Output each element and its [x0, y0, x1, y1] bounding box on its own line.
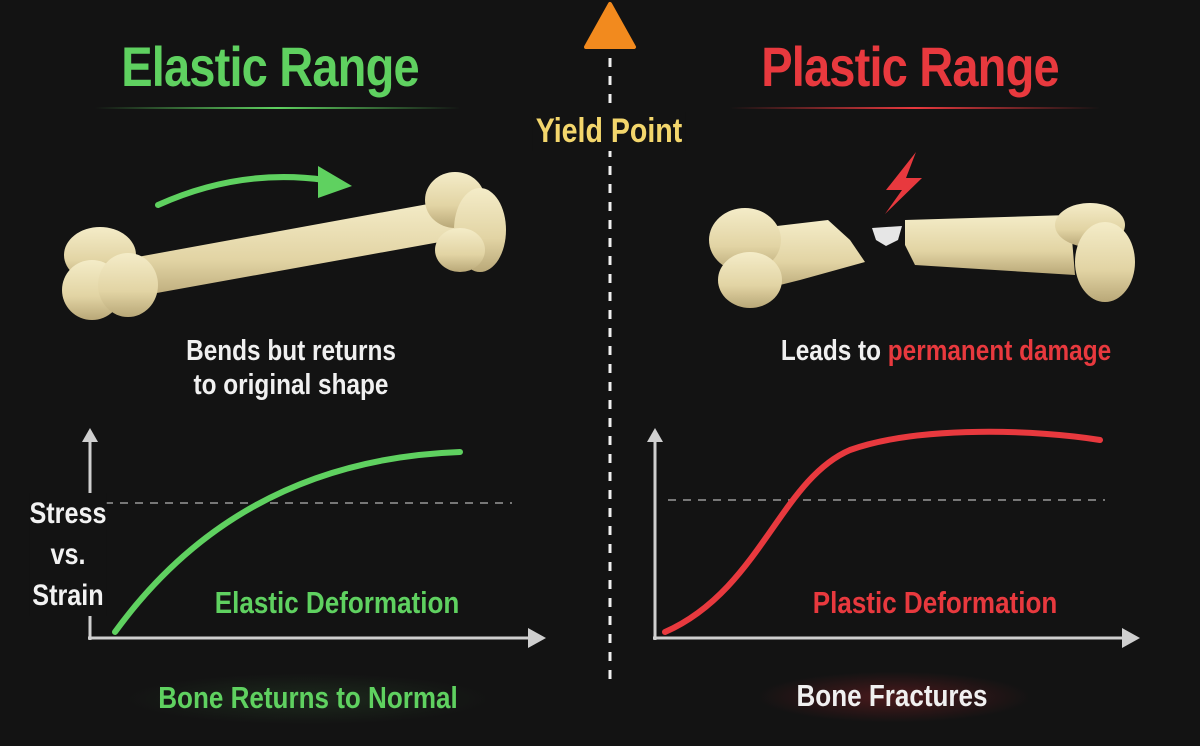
plastic-range-title: Plastic Range [761, 35, 1059, 98]
yield-triangle-icon [584, 2, 636, 49]
axis-label-stress: Stress [29, 497, 107, 530]
axis-label-vs: vs. [50, 538, 86, 571]
bend-arrow-icon [155, 166, 352, 208]
elastic-caption-line1: Bends but returns [186, 335, 396, 367]
fractured-bone-icon [709, 203, 1135, 308]
plastic-curve [662, 428, 1103, 635]
elastic-deformation-label: Elastic Deformation [214, 585, 460, 620]
elastic-caption: Bends but returns to original shape [186, 334, 396, 402]
lightning-icon [885, 152, 922, 214]
x-axis-arrow-icon [1122, 628, 1140, 648]
yield-point-label: Yield Point [532, 112, 686, 151]
plastic-caption-highlight: permanent damage [887, 335, 1112, 367]
plastic-title-underline [730, 107, 1100, 109]
axis-label-strain: Strain [32, 579, 104, 612]
elastic-title-underline [95, 107, 460, 109]
bone-fractures-footer: Bone Fractures [796, 678, 988, 713]
elastic-caption-line2: to original shape [193, 369, 389, 401]
plastic-footer-glow [760, 672, 1028, 722]
plastic-deformation-label: Plastic Deformation [812, 585, 1058, 620]
elastic-range-title: Elastic Range [121, 35, 419, 98]
plastic-caption-prefix: Leads to [780, 335, 882, 367]
stress-strain-axis-label: Stress vs. Strain [29, 493, 107, 616]
elastic-footer-glow [130, 674, 485, 724]
y-axis-arrow-icon [82, 428, 98, 442]
intact-bone-icon [62, 172, 506, 320]
plastic-chart [647, 428, 1140, 648]
plastic-caption: Leads to permanent damage [781, 334, 1111, 368]
elastic-curve [112, 449, 463, 635]
bone-fragment-icon [872, 226, 902, 246]
bone-returns-footer: Bone Returns to Normal [158, 680, 458, 715]
x-axis-arrow-icon [528, 628, 546, 648]
y-axis-arrow-icon [647, 428, 663, 442]
